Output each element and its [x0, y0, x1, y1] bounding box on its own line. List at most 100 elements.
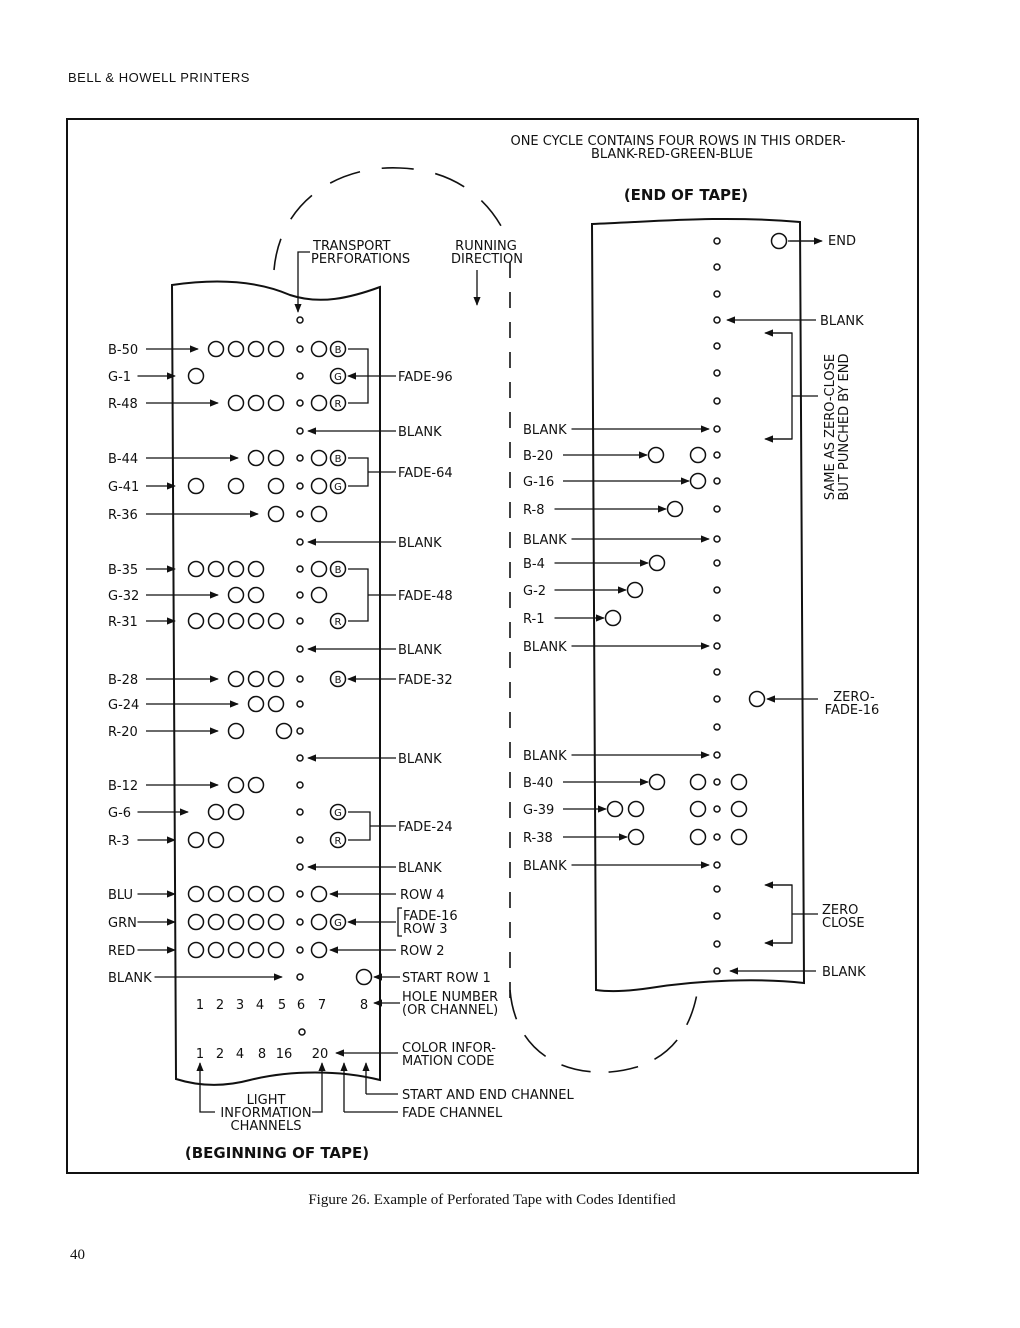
data-hole	[689, 828, 707, 846]
lettered-hole	[329, 913, 347, 931]
callout-fade-channel: FADE CHANNEL	[402, 1106, 503, 1121]
data-hole	[267, 941, 285, 959]
beginning-of-tape-label: (BEGINNING OF TAPE)	[185, 1144, 369, 1162]
data-hole	[247, 586, 265, 604]
transport-perforation	[713, 778, 721, 786]
channel-7-hole	[310, 449, 328, 467]
transport-perforation	[713, 477, 721, 485]
data-hole	[648, 773, 666, 791]
callout-blank-top: BLANK	[820, 314, 864, 329]
transport-perforation	[713, 861, 721, 869]
end-of-tape-label: (END OF TAPE)	[624, 186, 748, 204]
transport-perforation	[296, 399, 304, 407]
transport-perforation	[713, 451, 721, 459]
lettered-hole-letter: B	[335, 675, 342, 686]
lettered-hole	[329, 367, 347, 385]
figure-frame	[66, 118, 919, 1174]
running-header: BELL & HOWELL PRINTERS	[68, 70, 250, 85]
row-label: BLANK	[523, 749, 567, 764]
lettered-hole	[329, 612, 347, 630]
info-code: 16	[276, 1047, 293, 1062]
data-hole	[187, 831, 205, 849]
transport-perforation	[713, 263, 721, 271]
callout-zero-close-2: CLOSE	[822, 916, 865, 931]
data-hole	[207, 831, 225, 849]
hole-number: 3	[236, 998, 244, 1013]
row-label: B-44	[108, 452, 138, 467]
callout-fade32: FADE-32	[398, 673, 453, 688]
data-hole	[187, 367, 205, 385]
lettered-hole-letter: G	[334, 918, 342, 929]
callout-zero-fade-2: FADE-16	[825, 703, 880, 718]
data-hole	[227, 776, 245, 794]
callout-zero-close-1: ZERO	[822, 903, 858, 918]
callout-fade64: FADE-64	[398, 466, 453, 481]
data-hole	[227, 394, 245, 412]
transport-perforation	[713, 668, 721, 676]
transport-label-1: TRANSPORT	[312, 239, 390, 254]
transport-perforation	[713, 505, 721, 513]
data-hole	[247, 695, 265, 713]
data-hole	[689, 472, 707, 490]
data-hole	[267, 394, 285, 412]
transport-perforation	[713, 723, 721, 731]
lettered-hole-letter: G	[334, 482, 342, 493]
row-label: R-1	[523, 612, 544, 627]
transport-perforation	[296, 538, 304, 546]
row-label: BLANK	[523, 423, 567, 438]
channel-7-hole	[310, 941, 328, 959]
transport-perforation	[713, 967, 721, 975]
zero-close-end-bracket	[770, 332, 793, 440]
callout-light-2: INFORMATION	[220, 1106, 311, 1121]
data-hole	[227, 560, 245, 578]
lettered-hole-letter: R	[335, 399, 342, 410]
fade16-bracket	[397, 907, 402, 937]
transport-perforation	[296, 754, 304, 762]
channel-7-hole	[310, 586, 328, 604]
info-code: 8	[258, 1047, 266, 1062]
data-hole	[207, 913, 225, 931]
data-hole	[627, 828, 645, 846]
data-hole	[227, 340, 245, 358]
row-label: G-41	[108, 480, 139, 495]
tape-loop-bottom	[509, 987, 699, 1073]
end-hole	[770, 232, 788, 250]
light-bracket-right	[312, 1108, 323, 1113]
transport-perforation	[713, 912, 721, 920]
transport-perforation	[296, 645, 304, 653]
zero-fade-hole	[748, 690, 766, 708]
hole-number: 5	[278, 998, 286, 1013]
callout-blank: BLANK	[398, 425, 442, 440]
data-hole	[227, 477, 245, 495]
hole-number: 2	[216, 998, 224, 1013]
lettered-hole	[329, 340, 347, 358]
data-hole	[647, 446, 665, 464]
data-hole	[227, 941, 245, 959]
callout-zero-fade-1: ZERO-	[833, 690, 875, 705]
row-label: B-4	[523, 557, 545, 572]
data-hole	[267, 885, 285, 903]
data-hole	[247, 913, 265, 931]
data-hole	[227, 586, 245, 604]
callout-blank-bottom: BLANK	[822, 965, 866, 980]
hole-number: 6	[297, 998, 305, 1013]
callout-hole-number-2: (OR CHANNEL)	[402, 1003, 498, 1018]
lettered-hole	[329, 803, 347, 821]
lettered-hole-letter: B	[335, 454, 342, 465]
callout-start-row1: START ROW 1	[402, 971, 491, 986]
transport-perforation	[296, 781, 304, 789]
left-tape-strip	[170, 280, 381, 1086]
data-hole	[247, 885, 265, 903]
data-hole	[689, 800, 707, 818]
transport-perforation	[296, 727, 304, 735]
start-row-hole	[355, 968, 373, 986]
data-hole	[187, 477, 205, 495]
tape-loop-top	[273, 167, 511, 271]
transport-perforation	[296, 591, 304, 599]
callout-blank: BLANK	[398, 643, 442, 658]
callout-light-1: LIGHT	[247, 1093, 286, 1108]
transport-perforation	[298, 1028, 306, 1036]
transport-perforation	[713, 751, 721, 759]
transport-perforation	[713, 397, 721, 405]
transport-perforation	[296, 918, 304, 926]
